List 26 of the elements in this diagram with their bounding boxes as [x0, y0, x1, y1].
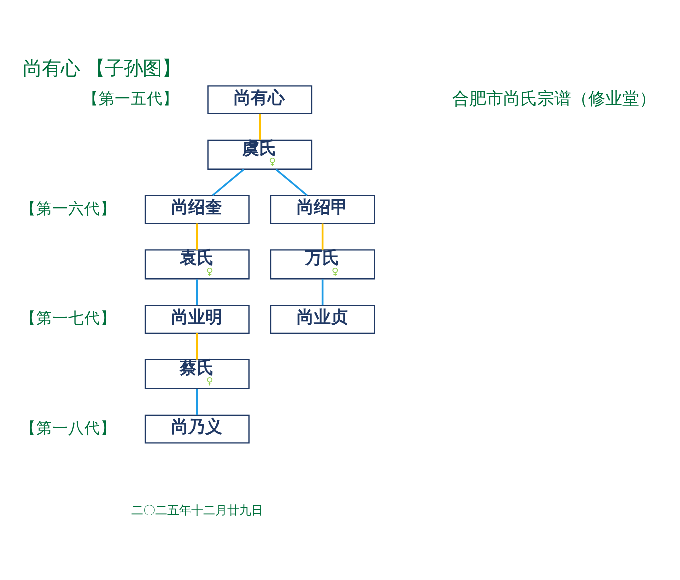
label: 合肥市尚氏宗谱（修业堂） [452, 88, 656, 109]
connector [322, 280, 324, 306]
label: 【第一六代】 [20, 198, 116, 218]
connector [322, 224, 324, 250]
node-box: 尚有心 [208, 86, 313, 115]
node-box: 尚业明 [144, 305, 250, 334]
connector [196, 280, 198, 306]
node-box: 尚乃义 [144, 414, 250, 444]
node-box: 尚绍甲 [270, 195, 376, 224]
label: 二〇二五年十二月廿九日 [131, 503, 264, 518]
connector [276, 168, 308, 196]
node-box: 蔡氏 ♀ [144, 359, 250, 390]
label: 【第一八代】 [20, 418, 116, 438]
node-box: 袁氏 ♀ [144, 250, 250, 280]
label: 【第一七代】 [20, 308, 116, 328]
connector [212, 168, 245, 196]
node-box: 虞氏 ♀ [208, 140, 313, 170]
label: 【第一五代】 [83, 89, 180, 108]
connector [196, 224, 198, 250]
connector [196, 389, 198, 416]
node-box: 尚业贞 [270, 305, 376, 334]
diagram-title: 尚有心 【子孙图】 [23, 57, 182, 80]
connector [259, 114, 261, 140]
node-box: 万氏 ♀ [270, 250, 376, 280]
node-box: 尚绍奎 [144, 195, 250, 224]
connector [196, 333, 198, 360]
